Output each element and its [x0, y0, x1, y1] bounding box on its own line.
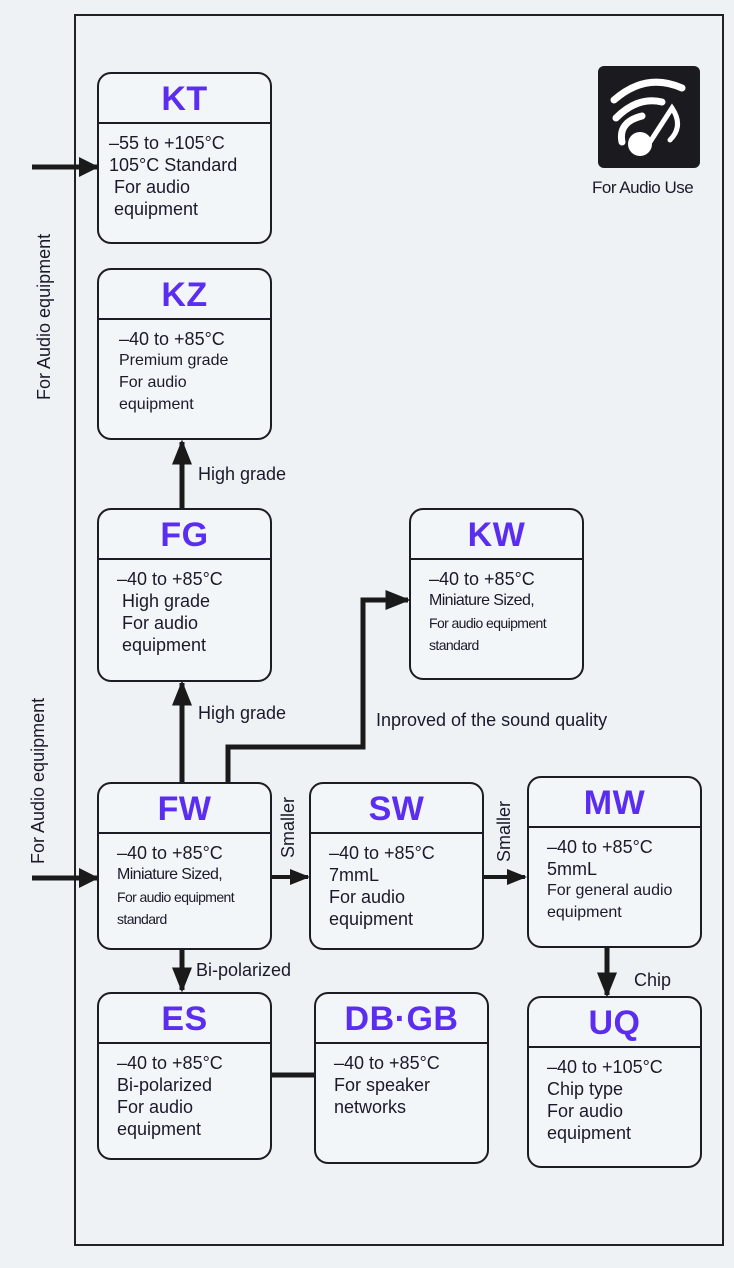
series-box-kz[interactable]: KZ –40 to +85°C Premium grade For audio …: [97, 268, 272, 440]
spec-line: 5mmL: [547, 859, 598, 879]
spec-line: equipment: [547, 904, 622, 921]
spec-line: For audio: [119, 374, 187, 391]
spec-line: For speaker: [334, 1075, 431, 1095]
spec-line: equipment: [109, 199, 199, 219]
series-title: DB·GB: [316, 994, 487, 1044]
edge-label-smaller-mw: Smaller: [494, 800, 514, 862]
edge-label-high-grade-kz: High grade: [198, 464, 287, 484]
edge-label-bi-polarized: Bi-polarized: [196, 960, 292, 980]
series-box-uq[interactable]: UQ –40 to +105°C Chip type For audio equ…: [527, 996, 702, 1168]
spec-line: equipment: [117, 1119, 202, 1139]
series-title: FW: [99, 784, 270, 834]
badge-label: For Audio Use: [592, 178, 694, 197]
spec-line: equipment: [119, 396, 194, 413]
edge-label-sound-quality: Inproved of the sound quality: [376, 710, 608, 730]
series-specs: –40 to +85°C Miniature Sized, For audio …: [411, 560, 582, 656]
spec-line: Bi-polarized: [117, 1075, 213, 1095]
spec-line: High grade: [117, 591, 211, 611]
series-specs: –40 to +85°C High grade For audio equipm…: [99, 560, 270, 656]
spec-line: For audio: [109, 177, 191, 197]
spec-line: For audio: [117, 613, 199, 633]
spec-line: networks: [334, 1097, 407, 1117]
spec-temp: –40 to +85°C: [117, 843, 223, 863]
edge-label-high-grade-fg: High grade: [198, 703, 287, 723]
spec-line: Premium grade: [119, 352, 229, 369]
spec-line: 105°C Standard: [109, 155, 238, 175]
spec-line: equipment: [547, 1123, 632, 1143]
series-title: FG: [99, 510, 270, 560]
series-title: KT: [99, 74, 270, 124]
spec-line: For audio equipment: [117, 889, 235, 905]
spec-line: Chip type: [547, 1079, 624, 1099]
side-label-bottom: For Audio equipment: [28, 697, 48, 864]
series-box-dbgb[interactable]: DB·GB –40 to +85°C For speaker networks: [314, 992, 489, 1164]
series-specs: –40 to +85°C Miniature Sized, For audio …: [99, 834, 270, 930]
spec-temp: –40 to +85°C: [117, 569, 223, 589]
arrow-fw-kw: [225, 590, 411, 782]
series-box-fg[interactable]: FG –40 to +85°C High grade For audio equ…: [97, 508, 272, 682]
series-specs: –55 to +105°C 105°C Standard For audio e…: [99, 124, 270, 220]
spec-line: For general audio: [547, 882, 673, 899]
spec-line: Miniature Sized,: [117, 866, 223, 883]
spec-line: For audio equipment: [429, 615, 547, 631]
series-specs: –40 to +85°C Premium grade For audio equ…: [99, 320, 270, 416]
series-box-es[interactable]: ES –40 to +85°C Bi-polarized For audio e…: [97, 992, 272, 1160]
series-title: KZ: [99, 270, 270, 320]
spec-line: equipment: [117, 635, 207, 655]
spec-temp: –40 to +105°C: [547, 1057, 663, 1077]
spec-temp: –40 to +85°C: [547, 837, 653, 857]
edge-label-smaller-sw: Smaller: [278, 796, 298, 858]
spec-line: equipment: [329, 909, 414, 929]
series-title: KW: [411, 510, 582, 560]
spec-temp: –40 to +85°C: [119, 329, 225, 349]
series-box-kw[interactable]: KW –40 to +85°C Miniature Sized, For aud…: [409, 508, 584, 680]
spec-line: standard: [429, 637, 479, 653]
series-specs: –40 to +85°C 7mmL For audio equipment: [311, 834, 482, 930]
spec-line: For audio: [329, 887, 406, 907]
spec-line: 7mmL: [329, 865, 380, 885]
audio-use-badge: [598, 66, 700, 168]
series-specs: –40 to +105°C Chip type For audio equipm…: [529, 1048, 700, 1144]
series-title: SW: [311, 784, 482, 834]
series-title: ES: [99, 994, 270, 1044]
spec-line: For audio: [117, 1097, 194, 1117]
spec-line: standard: [117, 911, 167, 927]
series-box-fw[interactable]: FW –40 to +85°C Miniature Sized, For aud…: [97, 782, 272, 950]
spec-line: For audio: [547, 1101, 624, 1121]
series-box-sw[interactable]: SW –40 to +85°C 7mmL For audio equipment: [309, 782, 484, 950]
series-box-mw[interactable]: MW –40 to +85°C 5mmL For general audio e…: [527, 776, 702, 948]
series-specs: –40 to +85°C For speaker networks: [316, 1044, 487, 1118]
spec-temp: –55 to +105°C: [109, 133, 225, 153]
spec-temp: –40 to +85°C: [429, 569, 535, 589]
series-specs: –40 to +85°C Bi-polarized For audio equi…: [99, 1044, 270, 1140]
series-title: MW: [529, 778, 700, 828]
series-box-kt[interactable]: KT –55 to +105°C 105°C Standard For audi…: [97, 72, 272, 244]
series-specs: –40 to +85°C 5mmL For general audio equi…: [529, 828, 700, 924]
spec-line: Miniature Sized,: [429, 592, 535, 609]
edge-label-chip: Chip: [634, 970, 672, 990]
side-label-top: For Audio equipment: [34, 233, 54, 400]
spec-temp: –40 to +85°C: [334, 1053, 440, 1073]
spec-temp: –40 to +85°C: [117, 1053, 223, 1073]
audio-music-icon: [610, 78, 686, 156]
series-title: UQ: [529, 998, 700, 1048]
spec-temp: –40 to +85°C: [329, 843, 435, 863]
